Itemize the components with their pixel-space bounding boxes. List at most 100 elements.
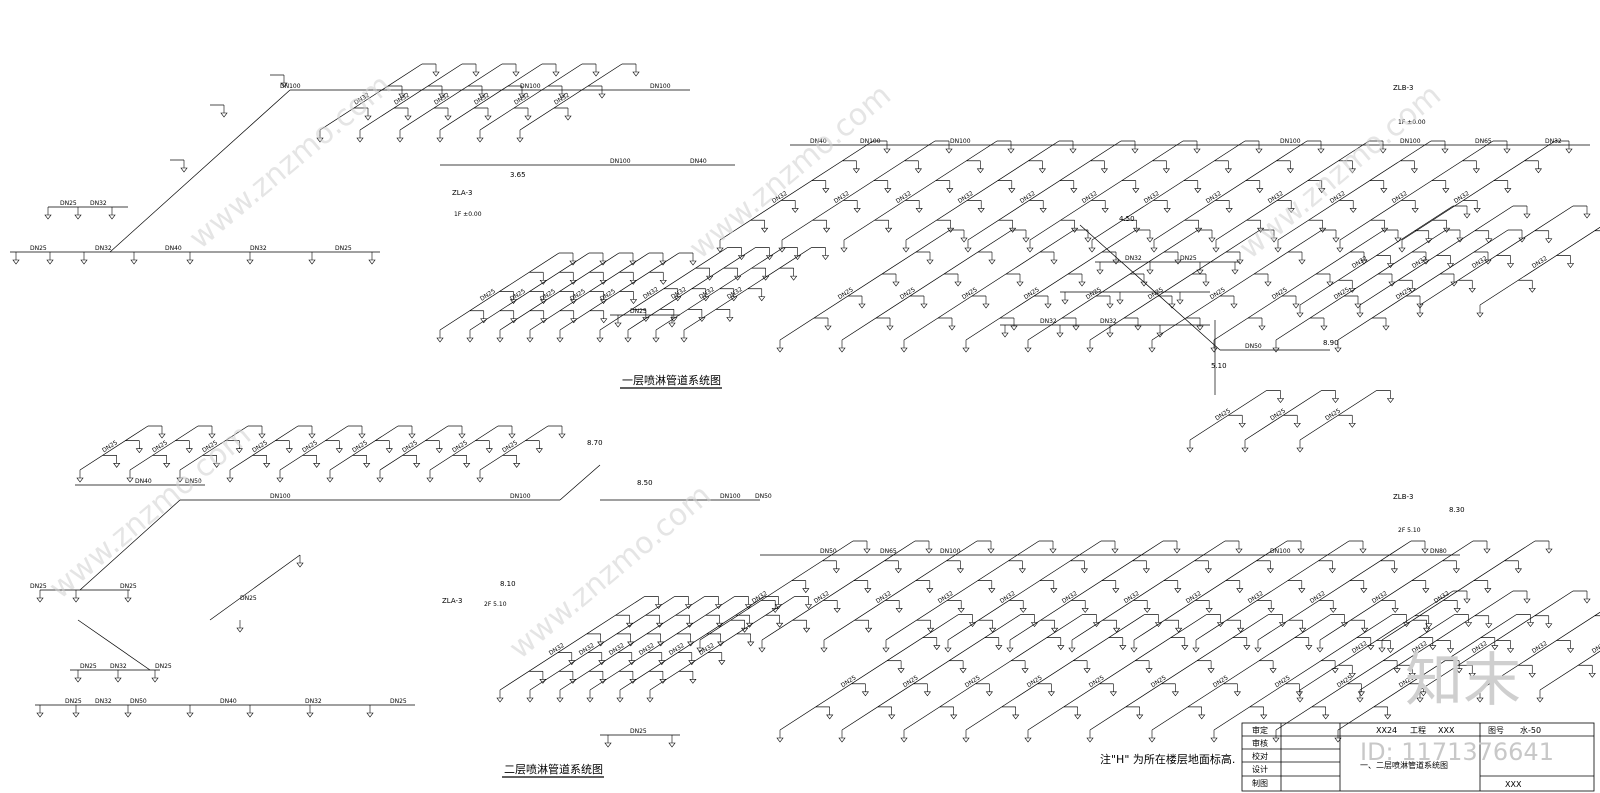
sprinkler-head-icon bbox=[1071, 227, 1079, 233]
sprinkler-head-icon bbox=[1274, 247, 1282, 253]
sprinkler-head-icon bbox=[508, 433, 516, 439]
sprinkler-head-icon bbox=[1019, 608, 1027, 613]
sprinkler-head-icon bbox=[988, 588, 996, 594]
pipe-size-label: DN32 bbox=[1123, 590, 1141, 605]
sprinkler-head-icon bbox=[1326, 281, 1334, 287]
branch-pipe bbox=[619, 596, 765, 691]
sprinkler-head-icon bbox=[413, 463, 421, 468]
sprinkler-head-icon bbox=[476, 137, 484, 143]
sprinkler-head-icon bbox=[1092, 622, 1101, 627]
sprinkler-head-icon bbox=[1083, 668, 1091, 674]
sprinkler-head-icon bbox=[1450, 281, 1458, 287]
tb-x24: XX24 bbox=[1376, 726, 1397, 735]
sprinkler-head-icon bbox=[1340, 622, 1349, 627]
sprinkler-head-icon bbox=[1044, 303, 1052, 309]
sprinkler-head-icon bbox=[776, 622, 784, 628]
pipe-size-label: DN25 bbox=[1333, 286, 1351, 301]
sprinkler-head-icon bbox=[923, 691, 931, 697]
branch-pipe bbox=[903, 614, 1083, 731]
pipe-size-label: DN25 bbox=[599, 288, 617, 303]
sprinkler-head-icon bbox=[865, 627, 873, 633]
pipe-size-label: DN25 bbox=[401, 439, 419, 454]
branch-pipe bbox=[779, 229, 951, 341]
sprinkler-head-icon bbox=[1112, 588, 1120, 594]
pipe-size-label: DN32 bbox=[1125, 255, 1142, 262]
sprinkler-head-icon bbox=[510, 318, 518, 324]
sprinkler-head-icon bbox=[1293, 422, 1301, 428]
pipe-size-label: DN25 bbox=[1023, 286, 1041, 301]
sprinkler-head-icon bbox=[1176, 299, 1184, 305]
sprinkler-head-icon bbox=[1096, 269, 1104, 275]
sprinkler-head-icon bbox=[1061, 299, 1069, 305]
branch-pipe bbox=[1257, 540, 1412, 641]
sprinkler-head-icon bbox=[1050, 259, 1058, 265]
branch-pipe bbox=[1151, 614, 1331, 731]
sprinkler-head-icon bbox=[1317, 148, 1325, 154]
sprinkler-head-icon bbox=[864, 588, 872, 594]
sprinkler-head-icon bbox=[642, 317, 650, 322]
sprinkler-head-icon bbox=[1356, 312, 1364, 318]
sprinkler-head-icon bbox=[524, 115, 532, 121]
pipe-size-label: DN25 bbox=[1180, 255, 1197, 262]
sprinkler-head-icon bbox=[895, 608, 903, 613]
sprinkler-head-icon bbox=[1526, 622, 1535, 627]
sprinkler-head-icon bbox=[977, 208, 985, 213]
sprinkler-head-icon bbox=[280, 82, 288, 88]
sprinkler-head-icon bbox=[1272, 347, 1280, 353]
sprinkler-head-icon bbox=[512, 71, 520, 77]
sprinkler-head-icon bbox=[959, 668, 967, 674]
sprinkler-head-icon bbox=[858, 303, 866, 309]
sprinkler-head-icon bbox=[1464, 622, 1473, 627]
pipe-size-label: DN32 bbox=[751, 590, 769, 605]
pipe-size-label: DN25 bbox=[351, 439, 369, 454]
sprinkler-head-icon bbox=[1024, 347, 1032, 353]
sprinkler-head-icon bbox=[1504, 188, 1512, 194]
sprinkler-head-icon bbox=[1236, 588, 1244, 594]
sprinkler-head-icon bbox=[1038, 168, 1046, 174]
sprinkler-head-icon bbox=[1142, 568, 1150, 574]
pipe-size-label: DN25 bbox=[1212, 674, 1230, 689]
sprinkler-head-icon bbox=[1233, 691, 1241, 697]
sprinkler-head-icon bbox=[1084, 237, 1092, 243]
sprinkler-head-icon bbox=[668, 742, 676, 748]
sprinkler-head-icon bbox=[235, 448, 243, 454]
sprinkler-head-icon bbox=[1359, 548, 1367, 554]
sprinkler-head-icon bbox=[1334, 737, 1342, 743]
sprinkler-head-icon bbox=[1224, 168, 1232, 174]
pipe-size-label: DN25 bbox=[840, 674, 858, 689]
sprinkler-head-icon bbox=[659, 279, 667, 285]
sprinkler-head-icon bbox=[1476, 697, 1484, 703]
sprinkler-head-icon bbox=[513, 463, 521, 468]
sprinkler-head-icon bbox=[658, 660, 666, 666]
branch-pipe bbox=[399, 63, 503, 131]
sprinkler-head-icon bbox=[1297, 548, 1305, 554]
sprinkler-head-icon bbox=[925, 548, 933, 554]
pipe-size-label: DN50 bbox=[755, 493, 772, 500]
sprinkler-head-icon bbox=[1298, 588, 1306, 594]
pipe-size-label: DN32 bbox=[999, 590, 1017, 605]
sprinkler-head-icon bbox=[791, 208, 799, 213]
sprinkler-head-icon bbox=[1181, 645, 1189, 651]
sprinkler-head-icon bbox=[624, 337, 632, 343]
sprinkler-head-icon bbox=[552, 71, 560, 77]
sprinkler-head-icon bbox=[478, 93, 486, 99]
sprinkler-head-icon bbox=[914, 168, 922, 174]
sprinkler-head-icon bbox=[496, 697, 504, 703]
sprinkler-head-icon bbox=[1173, 548, 1181, 554]
branch-pipe bbox=[529, 596, 675, 691]
sprinkler-head-icon bbox=[884, 188, 892, 194]
sprinkler-head-icon bbox=[1296, 697, 1304, 703]
sprinkler-head-icon bbox=[213, 463, 221, 468]
sprinkler-head-icon bbox=[540, 318, 548, 324]
sprinkler-head-icon bbox=[1476, 312, 1484, 318]
sprinkler-head-icon bbox=[539, 679, 547, 684]
sprinkler-head-icon bbox=[1133, 227, 1141, 233]
sprinkler-head-icon bbox=[396, 137, 404, 143]
sprinkler-head-icon bbox=[840, 247, 848, 253]
sprinkler-head-icon bbox=[945, 148, 953, 154]
pipe-size-label: DN40 bbox=[810, 138, 827, 145]
sprinkler-head-icon bbox=[426, 477, 434, 483]
sprinkler-head-icon bbox=[124, 597, 132, 603]
sprinkler-head-icon bbox=[436, 137, 444, 143]
